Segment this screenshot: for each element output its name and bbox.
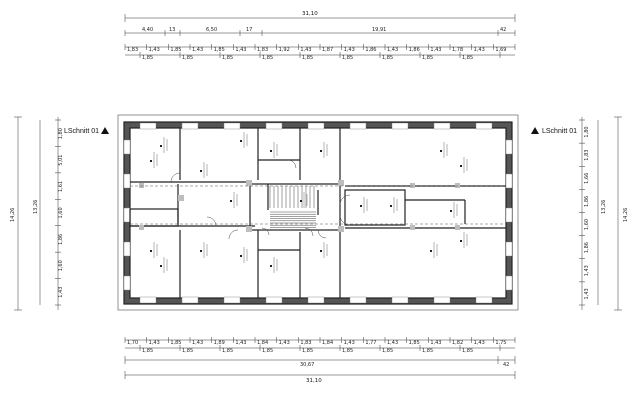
- bottom-right-dim: 42: [503, 362, 509, 368]
- right-seg-dim: 1,86: [584, 242, 590, 253]
- top-row3b-dim: 1,85: [342, 55, 353, 61]
- bottom-row1a-dim: 1,84: [322, 340, 333, 346]
- bottom-row1b-dim: 1,85: [262, 348, 273, 354]
- section-label-right: LSchnitt 01: [542, 128, 577, 135]
- left-seg-dim: 5,01: [58, 155, 64, 166]
- bottom-row1b-dim: 1,85: [302, 348, 313, 354]
- section-arrow-left-icon: [101, 127, 109, 134]
- top-row3a-dim: 1,85: [214, 47, 225, 53]
- bottom-row1b-dim: 1,85: [422, 348, 433, 354]
- top-row3a-dim: 1,43: [344, 47, 355, 53]
- top-row3a-dim: 1,43: [430, 47, 441, 53]
- bottom-row1a-dim: 1,83: [300, 340, 311, 346]
- bottom-row1b-dim: 1,85: [342, 348, 353, 354]
- top-row3a-dim: 1,43: [235, 47, 246, 53]
- right-dimension-chain: 14,26 13,26 1,80 1,83 1,66 1,86 1,60 1,86 1,43…: [579, 116, 629, 311]
- top-row3a-dim: 1,86: [409, 47, 420, 53]
- bottom-row1b-dim: 1,85: [182, 348, 193, 354]
- top-row3a-dim: 1,78: [452, 47, 463, 53]
- top-row2-dim: 6,50: [206, 27, 217, 33]
- top-row3a-dim: 1,87: [322, 47, 333, 53]
- top-row3a-dim: 1,43: [474, 47, 485, 53]
- bottom-row1a-dim: 1,43: [235, 340, 246, 346]
- right-seg-dim: 1,43: [584, 265, 590, 276]
- bottom-row1a-dim: 1,43: [344, 340, 355, 346]
- bottom-row1a-dim: 1,43: [387, 340, 398, 346]
- top-row2-dim: 4,40: [142, 27, 153, 33]
- top-row3b-dim: 1,85: [142, 55, 153, 61]
- bottom-row1a-dim: 1,75: [495, 340, 506, 346]
- bottom-row1a-dim: 1,43: [279, 340, 290, 346]
- top-row3a-dim: 1,85: [170, 47, 181, 53]
- right-seg-dim: 1,80: [584, 126, 590, 137]
- right-seg-dim: 1,60: [584, 219, 590, 230]
- bottom-row1a-dim: 1,43: [474, 340, 485, 346]
- top-row2-dim: 42: [500, 27, 506, 33]
- left-dimension-chain: 14,26 13,26 1,80 5,01 1,61 1,60 1,86 1,60 1,43: [10, 116, 64, 311]
- right-seg-dim: 1,86: [584, 196, 590, 207]
- bottom-row1b-dim: 1,85: [382, 348, 393, 354]
- top-row2-dim: 17: [246, 27, 252, 33]
- left-inner-dim: 13,26: [33, 200, 39, 214]
- section-label-left: LSchnitt 01: [64, 128, 99, 135]
- right-seg-dim: 1,83: [584, 150, 590, 161]
- top-row2-dim: 19,91: [372, 27, 386, 33]
- left-seg-dim: 1,61: [58, 181, 64, 192]
- top-row3b-dim: 1,85: [422, 55, 433, 61]
- left-seg-dim: 1,60: [58, 207, 64, 218]
- top-row3a-dim: 1,86: [365, 47, 376, 53]
- left-seg-dim: 1,43: [58, 287, 64, 298]
- bottom-overall-dim: 31,10: [306, 378, 322, 384]
- top-row3a-dim: 1,83: [257, 47, 268, 53]
- top-overall-dim: 31,10: [302, 11, 318, 17]
- bottom-row1a-dim: 1,85: [409, 340, 420, 346]
- top-row3b-dim: 1,85: [382, 55, 393, 61]
- bottom-row1a-dim: 1,85: [170, 340, 181, 346]
- bottom-row1a-dim: 1,82: [452, 340, 463, 346]
- top-row2-dim: 13: [169, 27, 175, 33]
- bottom-row1a-dim: 1,77: [365, 340, 376, 346]
- top-row3b-dim: 1,85: [462, 55, 473, 61]
- top-row3a-dim: 1,43: [387, 47, 398, 53]
- top-row3a-dim: 1,92: [279, 47, 290, 53]
- bottom-row1a-dim: 1,43: [430, 340, 441, 346]
- bottom-row1a-dim: 1,89: [214, 340, 225, 346]
- left-seg-dim: 1,80: [58, 128, 64, 139]
- building: [117, 114, 519, 311]
- top-row3a-dim: 1,43: [192, 47, 203, 53]
- top-row3b-dim: 1,85: [262, 55, 273, 61]
- section-marker-left: LSchnitt 01: [64, 127, 109, 135]
- top-row3a-dim: 1,83: [127, 47, 138, 53]
- bottom-row1a-dim: 1,70: [127, 340, 138, 346]
- left-seg-dim: 1,60: [58, 260, 64, 271]
- section-arrow-right-icon: [531, 127, 539, 134]
- top-row3a-dim: 1,43: [149, 47, 160, 53]
- bottom-row1a-dim: 1,43: [192, 340, 203, 346]
- bottom-row1b-dim: 1,85: [222, 348, 233, 354]
- bottom-row1b-dim: 1,85: [142, 348, 153, 354]
- top-row3b-dim: 1,85: [302, 55, 313, 61]
- top-row3b-dim: 1,85: [222, 55, 233, 61]
- section-marker-right: LSchnitt 01: [531, 127, 577, 135]
- left-overall-dim: 14,26: [10, 208, 16, 222]
- right-overall-dim: 14,26: [623, 208, 629, 222]
- top-row3a-dim: 1,69: [495, 47, 506, 53]
- top-row3b-dim: 1,85: [182, 55, 193, 61]
- top-row3a-dim: 1,43: [300, 47, 311, 53]
- bottom-inner-dim: 30,67: [300, 362, 314, 368]
- bottom-row1a-dim: 1,84: [257, 340, 268, 346]
- right-seg-dim: 1,66: [584, 173, 590, 184]
- bottom-row1a-dim: 1,43: [149, 340, 160, 346]
- left-seg-dim: 1,86: [58, 234, 64, 245]
- bottom-row1b-dim: 1,85: [462, 348, 473, 354]
- right-seg-dim: 1,43: [584, 288, 590, 299]
- right-inner-dim: 13,26: [601, 200, 607, 214]
